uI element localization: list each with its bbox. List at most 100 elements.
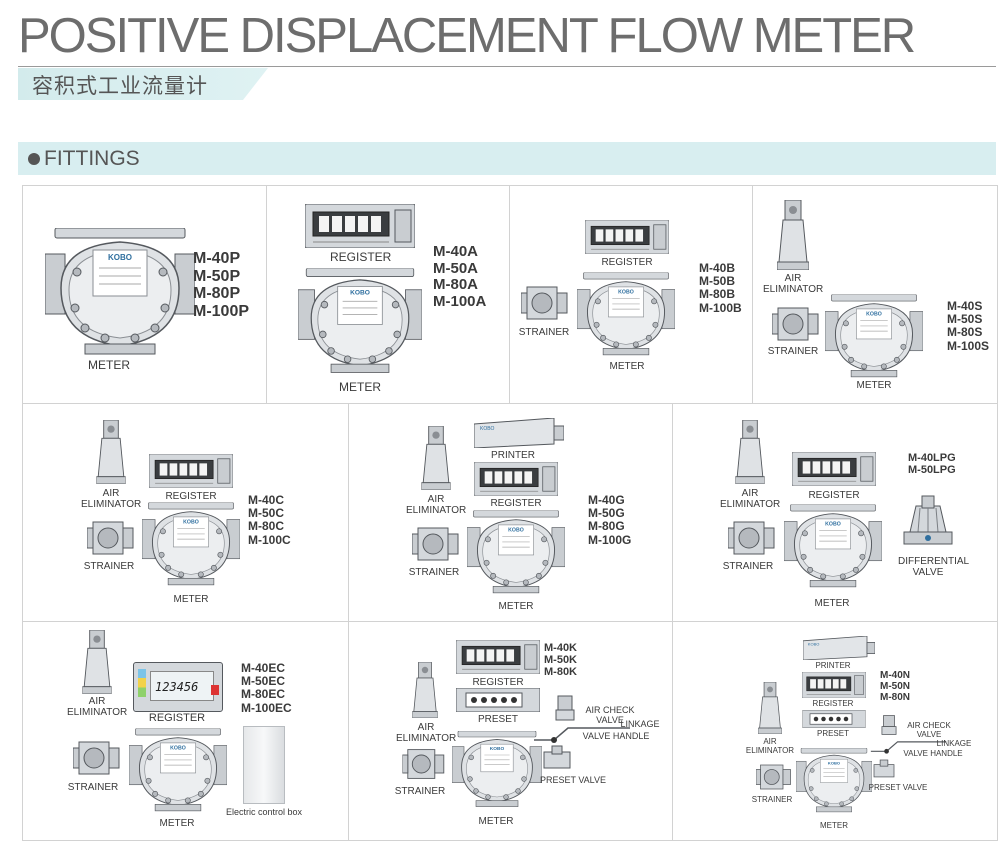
linkage-illustration [534,727,630,743]
model-name: M-40K [544,642,578,654]
model-name: M-80S [947,325,983,340]
model-name: M-40G [588,493,625,507]
fitting-panel-b: REGISTER STRAINER METER M-40B M-50B M-80… [509,186,753,403]
register-label: REGISTER [601,257,653,268]
model-name: M-100P [193,302,250,320]
model-name: M-50G [588,506,625,521]
air-check-valve-illustration [555,695,575,721]
strainer-illustration [772,307,819,341]
model-name: M-80EC [241,687,286,702]
model-list-n: M-40N M-50N M-80N [880,670,910,703]
model-name: M-80A [433,276,479,293]
model-list-ec: M-40EC M-50EC M-80EC M-100EC [241,661,292,715]
valve-handle-label: VALVE HANDLE [903,749,963,758]
strainer-label: STRAINER [518,327,570,338]
model-name: M-40N [880,670,911,681]
meter-illustration [796,748,872,813]
model-name: M-40EC [241,661,286,675]
meter-illustration [467,510,565,594]
model-name: M-80C [248,519,285,534]
register-label: REGISTER [148,712,206,724]
model-name: M-40S [947,299,983,313]
subtitle-text: 容积式工业流量计 [32,74,208,98]
stop-button-icon [211,685,219,695]
air-eliminator-illustration [735,420,765,484]
model-list-g: M-40G M-50G M-80G M-100G [588,493,632,547]
linkage-illustration [870,741,947,754]
meter-label: METER [88,358,130,372]
preset-counter-illustration [802,710,866,728]
meter-illustration [129,728,227,812]
model-name: M-40LPG [908,452,956,464]
register-label: REGISTER [472,677,524,688]
strainer-label: STRAINER [394,786,446,797]
printer-illustration [803,636,875,660]
model-name: M-100G [588,532,632,547]
meter-illustration [784,504,882,588]
strainer-illustration [73,741,120,775]
register-label: REGISTER [812,699,854,708]
air-eliminator-illustration [96,420,126,484]
model-list-p: M-40P M-50P M-80P M-100P [193,250,249,320]
meter-label: METER [856,380,892,391]
meter-label: METER [820,821,848,830]
model-name: M-80G [588,519,625,534]
preset-valve-label: PRESET VALVE [539,775,607,785]
control-box-label: Electric control box [225,807,303,817]
model-name: M-40A [433,243,479,260]
strainer-illustration [412,527,459,561]
model-name: M-100A [433,292,487,310]
model-list-k: M-40K M-50K M-80K [544,642,577,678]
meter-illustration [142,502,240,586]
strainer-illustration [402,749,445,779]
preset-counter-illustration [456,688,540,712]
meter-label: METER [159,818,195,829]
register-illustration [305,204,415,248]
strainer-illustration [756,764,791,790]
model-list-s: M-40S M-50S M-80S M-100S [947,299,989,353]
preset-label: PRESET [816,729,849,738]
model-name: M-40B [699,261,736,275]
fitting-panel-a: REGISTER METER M-40A M-50A M-80A M-100A [266,186,510,403]
linkage-label: LINKAGE [620,719,660,729]
strainer-label: STRAINER [83,561,135,572]
section-title: FITTINGS [44,147,140,170]
model-name: M-50C [248,506,285,521]
model-name: M-50P [193,267,241,285]
meter-illustration [45,228,195,355]
register-label: REGISTER [490,498,542,509]
section-header: FITTINGS [18,142,996,175]
strainer-illustration [87,521,134,555]
model-name: M-40P [193,250,241,267]
electric-control-box [243,726,285,804]
meter-illustration [298,268,422,374]
strainer-label: STRAINER [408,567,460,578]
model-list-a: M-40A M-50A M-80A M-100A [433,243,487,310]
fittings-row-1: METER M-40P M-50P M-80P M-100P REGISTER … [23,186,997,404]
model-name: M-50EC [241,674,286,689]
model-name: M-50LPG [908,464,956,477]
linkage-label: LINKAGE [936,739,972,748]
meter-label: METER [173,594,209,605]
register-illustration [474,462,558,496]
strainer-label: STRAINER [767,346,819,357]
model-name: M-80N [880,692,911,703]
printer-illustration [474,418,564,448]
lcd-screen: 123456 [150,671,214,701]
electronic-register-display: 123456 [133,662,223,712]
register-label: REGISTER [808,490,860,501]
register-label: REGISTER [165,491,217,502]
meter-illustration [825,294,923,378]
display-reading: 123456 [155,680,199,694]
